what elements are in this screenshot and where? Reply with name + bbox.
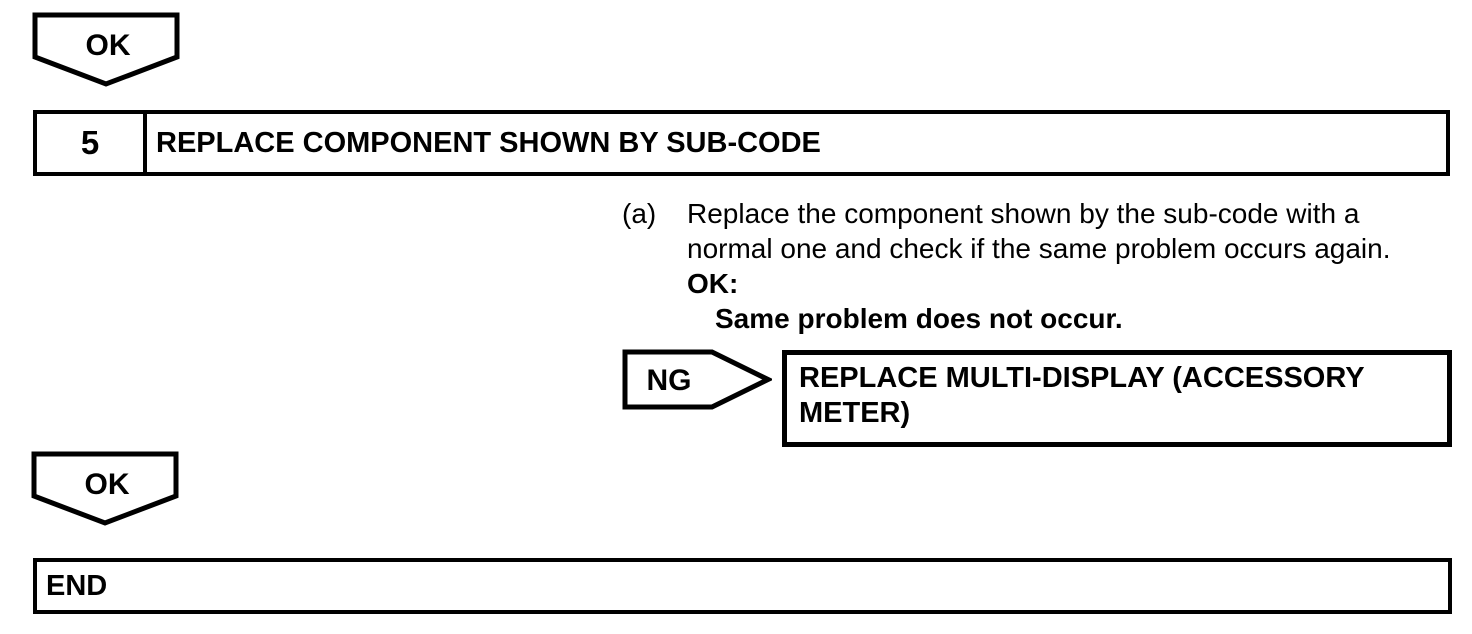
end-box: END xyxy=(33,558,1452,614)
instruction-text: Replace the component shown by the sub-c… xyxy=(687,196,1470,336)
ng-action-line-2: METER) xyxy=(799,397,911,429)
ng-connector: NG xyxy=(622,349,772,410)
instruction-step-a: (a) Replace the component shown by the s… xyxy=(622,196,1470,336)
instruction-marker: (a) xyxy=(622,198,657,229)
ng-action-line-1: REPLACE MULTI-DISPLAY (ACCESSORY xyxy=(799,362,1365,394)
ok-connector-top-label: OK xyxy=(86,29,131,62)
step-header-box: 5 REPLACE COMPONENT SHOWN BY SUB-CODE xyxy=(33,110,1450,176)
instruction-line-2: normal one and check if the same problem… xyxy=(687,233,1391,264)
ng-action-box: REPLACE MULTI-DISPLAY (ACCESSORY METER) xyxy=(782,350,1452,447)
ok-condition-heading: OK: xyxy=(687,268,739,299)
end-label: END xyxy=(46,569,108,602)
instruction-line-1: Replace the component shown by the sub-c… xyxy=(687,198,1360,229)
ok-pentagon-shape xyxy=(32,12,180,87)
ok-pentagon-shape xyxy=(31,451,179,526)
ng-connector-label: NG xyxy=(647,364,692,397)
ng-pentagon-shape xyxy=(622,349,772,410)
ok-connector-bottom: OK xyxy=(31,451,179,526)
ok-condition-text: Same problem does not occur. xyxy=(715,303,1123,334)
step-number: 5 xyxy=(37,114,147,172)
ok-connector-top: OK xyxy=(32,12,180,87)
step-title: REPLACE COMPONENT SHOWN BY SUB-CODE xyxy=(156,126,821,159)
instruction-block: (a) Replace the component shown by the s… xyxy=(622,196,1470,336)
ok-connector-bottom-label: OK xyxy=(85,468,130,501)
